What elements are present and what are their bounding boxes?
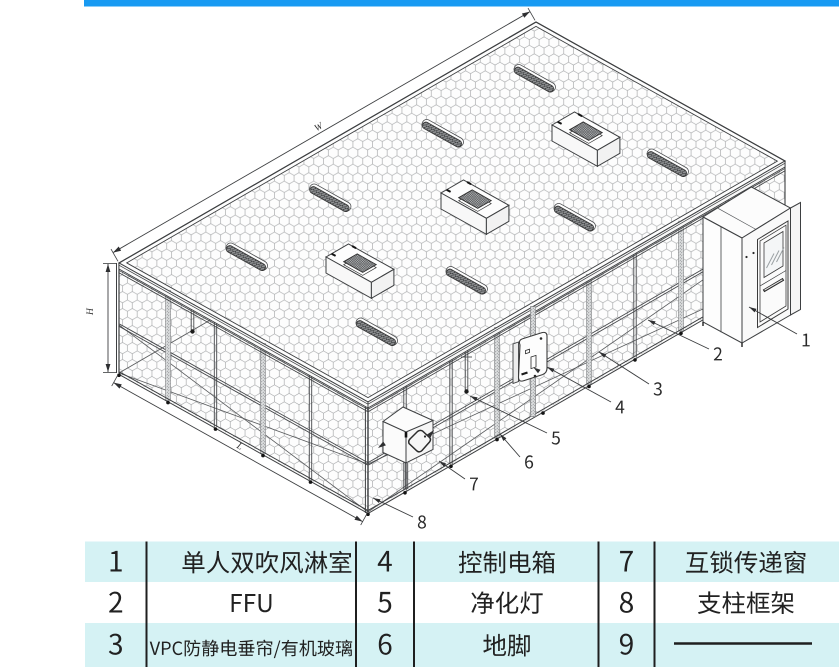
svg-text:W: W	[313, 121, 326, 134]
svg-text:H: H	[86, 307, 96, 316]
svg-text:L: L	[234, 441, 244, 453]
